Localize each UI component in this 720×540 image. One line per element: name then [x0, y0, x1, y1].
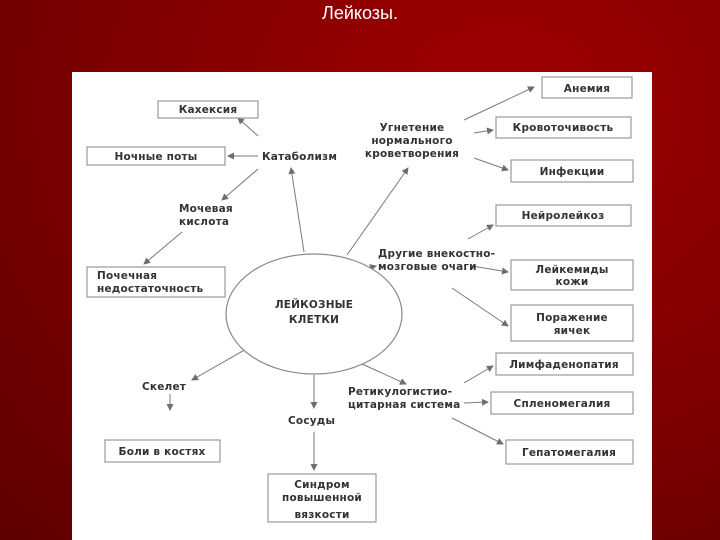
node-lymphadenopathy: Лимфаденопатия [495, 352, 634, 376]
leukemids-label-2: кожи [556, 276, 589, 288]
arrow-cells-hematopoiesis [346, 167, 409, 256]
lymphadenopathy-label: Лимфаденопатия [509, 359, 619, 371]
rhs-label-2: цитарная система [348, 399, 460, 411]
arrows [143, 86, 535, 471]
hyperviscosity-label-3: вязкости [294, 509, 349, 521]
center-label-line2: КЛЕТКИ [289, 314, 339, 326]
arrow-uricacid-renal [143, 231, 183, 265]
node-cachexia: Кахексия [157, 100, 259, 119]
node-renal-failure: Почечная недостаточность [86, 266, 226, 298]
hepatomegaly-label: Гепатомегалия [522, 447, 616, 459]
night-sweats-label: Ночные поты [115, 151, 198, 163]
rhs-label-1: Ретикулогистио- [348, 386, 452, 398]
arrow-extramedullary-testes [451, 287, 509, 327]
hematopoiesis-label-2: нормального [371, 135, 452, 147]
testes-label-1: Поражение [536, 312, 608, 324]
arrow-catabolism-uricacid [221, 168, 259, 201]
infections-label: Инфекции [540, 166, 605, 178]
node-anemia: Анемия [541, 76, 633, 99]
hematopoiesis-label-1: Угнетение [380, 122, 445, 134]
catabolism-label: Катаболизм [262, 151, 337, 163]
renal-failure-label-1: Почечная [97, 270, 157, 282]
vessels-label: Сосуды [288, 415, 335, 427]
uric-acid-label-1: Мочевая [179, 203, 233, 215]
extramedullary-label-1: Другие внекостно- [378, 248, 495, 260]
splenomegaly-label: Спленомегалия [514, 398, 611, 410]
node-hepatomegaly: Гепатомегалия [505, 439, 634, 465]
anemia-label: Анемия [564, 83, 610, 95]
node-testes: Поражение яичек [510, 304, 634, 342]
hyperviscosity-label-2: повышенной [282, 492, 362, 504]
neuroleukemia-label: Нейролейкоз [522, 210, 605, 222]
center-node: ЛЕЙКОЗНЫЕ КЛЕТКИ [225, 253, 403, 375]
node-hyperviscosity: Синдром повышенной вязкости [267, 473, 377, 523]
hematopoiesis-label-3: кроветворения [365, 148, 459, 160]
arrow-cells-catabolism [288, 167, 305, 253]
extramedullary-label-2: мозговые очаги [378, 261, 477, 273]
node-infections: Инфекции [510, 159, 634, 183]
node-night-sweats: Ночные поты [86, 146, 226, 166]
bleeding-label: Кровоточивость [513, 122, 614, 134]
arrow-catabolism-cachexia [237, 117, 259, 137]
node-leukemids: Лейкемиды кожи [510, 259, 634, 291]
cachexia-label: Кахексия [179, 104, 238, 116]
testes-label-2: яичек [554, 325, 591, 337]
node-bone-pain: Боли в костях [104, 439, 221, 463]
arrow-rhs-splenomegaly [463, 398, 489, 406]
uric-acid-label-2: кислота [179, 216, 229, 228]
skeleton-label: Скелет [142, 381, 187, 393]
arrow-hematopoiesis-anemia [463, 86, 535, 121]
center-label-line1: ЛЕЙКОЗНЫЕ [275, 298, 353, 311]
arrow-cells-rhs [361, 363, 407, 385]
arrow-rhs-lymphadenopathy [463, 365, 494, 384]
node-bleeding: Кровоточивость [495, 116, 632, 139]
arrow-rhs-hepatomegaly [451, 417, 504, 445]
arrow-hematopoiesis-bleeding [473, 127, 494, 135]
bone-pain-label: Боли в костях [119, 446, 206, 458]
renal-failure-label-2: недостаточность [97, 283, 204, 295]
arrow-extramedullary-neuroleukemia [467, 224, 494, 240]
leukemids-label-1: Лейкемиды [535, 264, 608, 276]
arrow-hematopoiesis-infections [473, 157, 509, 172]
diagram-panel: ЛЕЙКОЗНЫЕ КЛЕТКИ Кахексия Ночные поты По… [72, 72, 652, 540]
leukemia-diagram: ЛЕЙКОЗНЫЕ КЛЕТКИ Кахексия Ночные поты По… [86, 76, 634, 523]
slide-title: Лейкозы. [322, 3, 398, 23]
hyperviscosity-label-1: Синдром [294, 479, 350, 491]
node-neuroleukemia: Нейролейкоз [495, 204, 632, 227]
arrow-extramedullary-leukemids [471, 265, 509, 275]
node-splenomegaly: Спленомегалия [490, 391, 634, 415]
